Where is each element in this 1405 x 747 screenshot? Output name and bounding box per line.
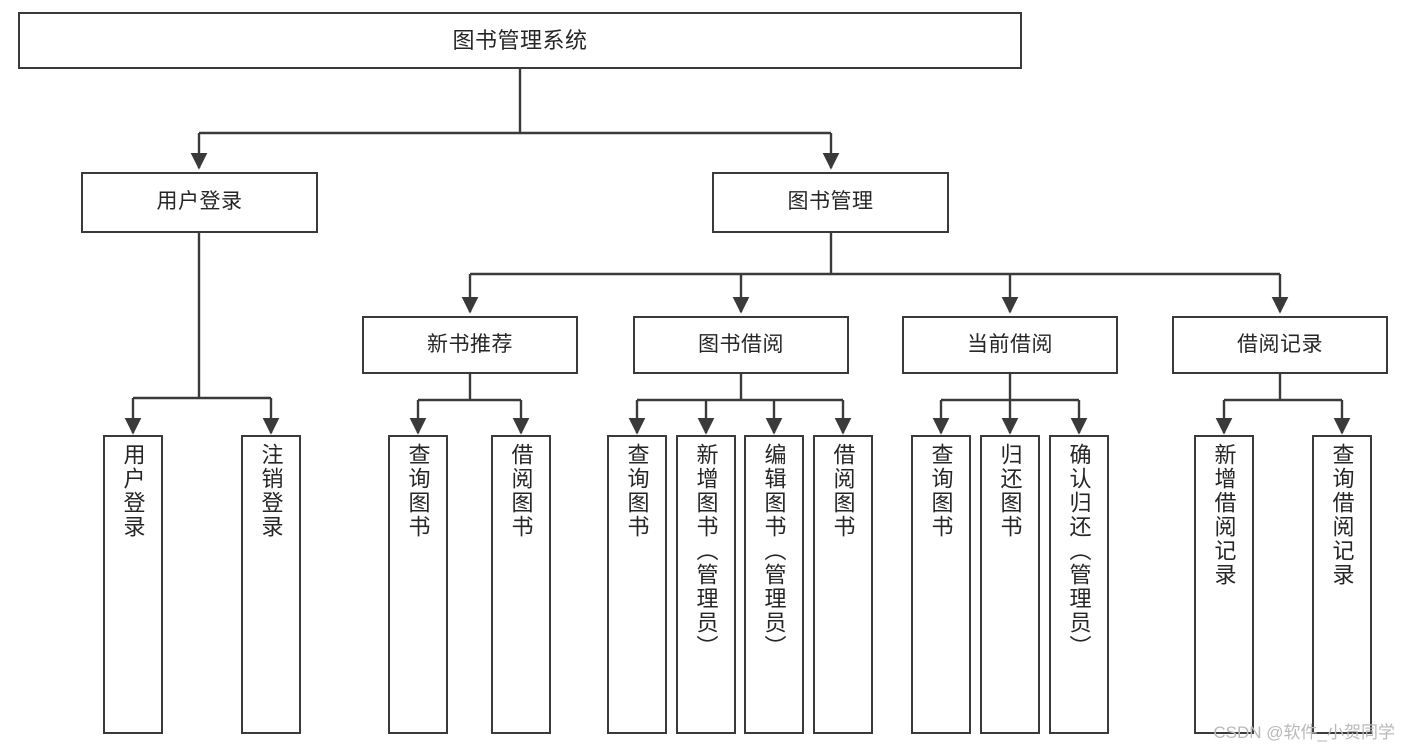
leaf-borrow-record-add[interactable]: 新增借阅记录 xyxy=(1194,435,1254,734)
node-new-book-recommend[interactable]: 新书推荐 xyxy=(362,316,578,374)
leaf-borrow-record-query[interactable]: 查询借阅记录 xyxy=(1312,435,1372,734)
leaf-user-login-logout[interactable]: 注销登录 xyxy=(241,435,301,734)
node-label: 查询图书 xyxy=(405,443,431,539)
node-book-borrow[interactable]: 图书借阅 xyxy=(633,316,849,374)
leaf-new-book-query[interactable]: 查询图书 xyxy=(388,435,448,734)
leaf-book-borrow-borrow[interactable]: 借阅图书 xyxy=(813,435,873,734)
node-label: 借阅记录 xyxy=(1237,332,1323,356)
node-label: 借阅图书 xyxy=(830,443,856,539)
node-borrow-record[interactable]: 借阅记录 xyxy=(1172,316,1388,374)
node-label: 查询图书 xyxy=(928,443,954,539)
node-label: 查询图书 xyxy=(624,443,650,539)
leaf-user-login-login[interactable]: 用户登录 xyxy=(103,435,163,734)
node-label: 用户登录 xyxy=(156,190,243,214)
node-book-management[interactable]: 图书管理 xyxy=(712,172,949,233)
node-label: 图书管理系统 xyxy=(452,27,588,53)
leaf-new-book-borrow[interactable]: 借阅图书 xyxy=(491,435,551,734)
leaf-book-borrow-edit[interactable]: 编辑图书（管理员） xyxy=(744,435,804,734)
node-user-login[interactable]: 用户登录 xyxy=(81,172,318,233)
node-label: 注销登录 xyxy=(258,443,284,539)
node-label: 查询借阅记录 xyxy=(1329,443,1355,587)
node-label: 新增借阅记录 xyxy=(1211,443,1237,587)
node-label: 当前借阅 xyxy=(967,332,1053,356)
node-current-borrow[interactable]: 当前借阅 xyxy=(902,316,1118,374)
leaf-current-borrow-confirm-return[interactable]: 确认归还（管理员） xyxy=(1049,435,1109,734)
leaf-current-borrow-return[interactable]: 归还图书 xyxy=(980,435,1040,734)
node-label: 新书推荐 xyxy=(427,332,513,356)
node-label: 归还图书 xyxy=(997,443,1023,539)
leaf-book-borrow-add[interactable]: 新增图书（管理员） xyxy=(676,435,736,734)
node-label: 确认归还（管理员） xyxy=(1066,443,1092,659)
node-label: 编辑图书（管理员） xyxy=(761,443,787,659)
node-root-book-management-system[interactable]: 图书管理系统 xyxy=(18,12,1022,69)
node-label: 用户登录 xyxy=(120,443,146,539)
node-label: 图书管理 xyxy=(787,190,874,214)
leaf-current-borrow-query[interactable]: 查询图书 xyxy=(911,435,971,734)
watermark-text: CSDN @软件_小贺同学 xyxy=(1213,723,1395,742)
node-label: 借阅图书 xyxy=(508,443,534,539)
node-label: 图书借阅 xyxy=(698,332,784,356)
node-label: 新增图书（管理员） xyxy=(693,443,719,659)
leaf-book-borrow-query[interactable]: 查询图书 xyxy=(607,435,667,734)
